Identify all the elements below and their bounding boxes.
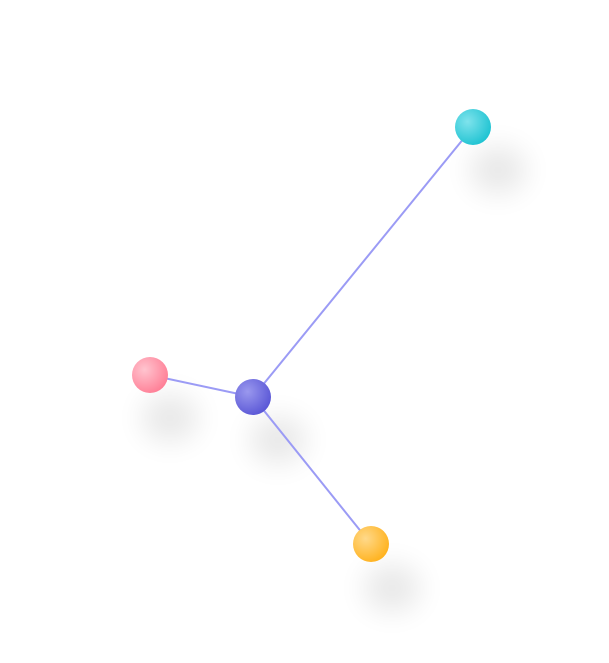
edge-hub-top-right <box>252 126 474 398</box>
node-shadows <box>142 146 526 612</box>
edge-hub-bottom <box>252 396 372 545</box>
node-top-right[interactable] <box>455 109 491 145</box>
node-bottom[interactable] <box>353 526 389 562</box>
node-left[interactable] <box>132 357 168 393</box>
node-hub[interactable] <box>235 379 271 415</box>
edges <box>149 126 474 545</box>
